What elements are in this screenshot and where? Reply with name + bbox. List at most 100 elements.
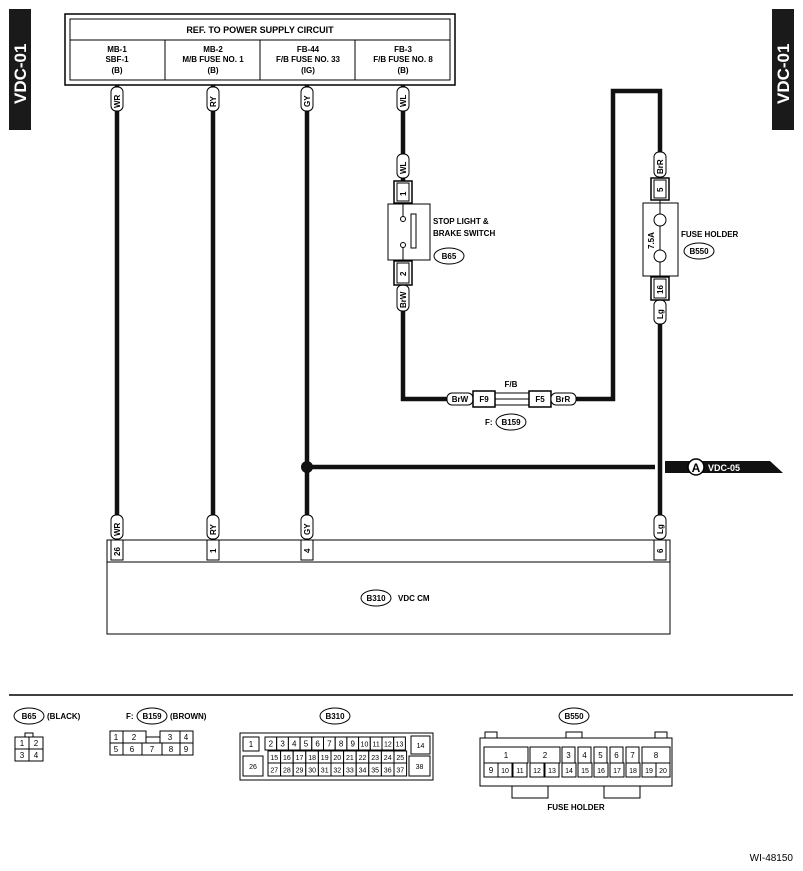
svg-text:B550: B550 — [564, 712, 584, 721]
fb-connector-id: B159 — [501, 418, 521, 427]
wire-label-ry-top: RY — [206, 86, 220, 112]
svg-text:WR: WR — [113, 522, 122, 536]
wires — [114, 85, 663, 542]
ref-box-title: REF. TO POWER SUPPLY CIRCUIT — [186, 25, 334, 35]
b550-pin-10-cell — [497, 762, 513, 778]
wire-label-wr-bottom: WR — [110, 514, 124, 540]
b310-pin-4-label: 4 — [292, 740, 297, 749]
b310-pin-1-label: 1 — [249, 740, 254, 749]
ref-col-2-line2: M/B FUSE NO. 1 — [182, 55, 244, 64]
ref-col-3-line1: FB-44 — [297, 45, 320, 54]
b550-pin-11-cell — [512, 762, 528, 778]
svg-text:RY: RY — [209, 96, 218, 107]
figure-id: WI-48150 — [750, 853, 794, 864]
b550-pin-6-label: 6 — [614, 751, 619, 760]
b550-pin-10-label: 10 — [501, 768, 509, 775]
module-pin-4: 4 — [300, 539, 314, 561]
svg-text:4: 4 — [184, 733, 189, 742]
switch-pin-top: 1 — [399, 191, 408, 196]
b310-pin-14-label: 14 — [417, 743, 425, 750]
svg-text:B65: B65 — [22, 712, 37, 721]
b310-pin-21-label: 21 — [346, 755, 354, 762]
b550-pin-18-label: 18 — [629, 768, 637, 775]
svg-text:2: 2 — [132, 733, 137, 742]
link-arrow-vdc05: A VDC-05 — [665, 458, 783, 476]
switch-label-line2: BRAKE SWITCH — [433, 229, 495, 238]
b310-pin-14-cell — [410, 735, 431, 755]
b550-pin-7-label: 7 — [630, 751, 635, 760]
fb-wire-brw: BrW — [452, 395, 469, 404]
module-pin-6: 6 — [653, 539, 667, 561]
b550-pin-9-label: 9 — [489, 766, 494, 775]
ref-col-1-line2: SBF-1 — [105, 55, 129, 64]
b310-pin-2-label: 2 — [269, 740, 274, 749]
fb-label: F/B — [505, 380, 518, 389]
b550-pin-15-label: 15 — [581, 768, 589, 775]
link-letter: A — [692, 461, 701, 475]
page-tag-left: VDC-01 — [9, 9, 31, 130]
svg-text:BrR: BrR — [656, 159, 665, 174]
wire-label-gy-bottom: GY — [300, 514, 314, 540]
b310-pin-11-label: 11 — [373, 742, 380, 749]
b550-pin-12-label: 12 — [533, 768, 541, 775]
svg-text:26: 26 — [113, 547, 122, 556]
b310-pin-26-label: 26 — [249, 764, 257, 771]
svg-text:6: 6 — [656, 548, 665, 553]
b550-pin-17-label: 17 — [613, 768, 621, 775]
page-tag-right-text: VDC-01 — [774, 44, 793, 104]
link-target: VDC-05 — [708, 463, 740, 473]
b550-pin-3-label: 3 — [566, 751, 571, 760]
b310-pin-17-label: 17 — [296, 755, 304, 762]
module-connector-id: B310 — [366, 594, 386, 603]
b310-pin-24-label: 24 — [384, 755, 392, 762]
b310-pin-13-cell — [393, 736, 406, 751]
svg-text:8: 8 — [169, 745, 174, 754]
b310-pin-37-label: 37 — [396, 768, 404, 775]
b310-pin-29-label: 29 — [296, 768, 304, 775]
svg-text:1: 1 — [20, 739, 25, 748]
b310-pin-36-label: 36 — [384, 768, 392, 775]
b310-pin-23-label: 23 — [371, 755, 379, 762]
b310-pin-32-label: 32 — [333, 768, 341, 775]
stop-light-brake-switch: 1 2 STOP LIGHT & BRAKE SWITCH B65 — [387, 180, 495, 286]
page-tag-right: VDC-01 — [772, 9, 794, 130]
switch-connector-id: B65 — [442, 252, 457, 261]
b310-pin-28-label: 28 — [283, 768, 291, 775]
svg-text:3: 3 — [20, 751, 25, 760]
svg-text:1: 1 — [114, 733, 119, 742]
b310-pin-30-label: 30 — [308, 768, 316, 775]
wire-label-brr-fuse: BrR — [653, 151, 667, 178]
fb-prefix: F: — [485, 418, 493, 427]
b550-pin-17-cell — [609, 762, 625, 778]
fb-connector: BrW F9 F5 BrR F/B F: B159 — [446, 380, 577, 431]
wire-label-lg-fuse: Lg — [653, 299, 667, 325]
module-label: VDC CM — [398, 594, 430, 603]
svg-text:6: 6 — [130, 745, 135, 754]
b550-pin-18-cell — [625, 762, 641, 778]
ref-col-3-line2: F/B FUSE NO. 33 — [276, 55, 341, 64]
svg-text:RY: RY — [209, 524, 218, 535]
fb-pin-right: F5 — [535, 395, 545, 404]
svg-text:WL: WL — [399, 161, 408, 174]
fuse-connector-id: B550 — [689, 247, 709, 256]
wire-brw — [400, 300, 474, 402]
svg-text:FUSE HOLDER: FUSE HOLDER — [547, 803, 605, 812]
page-tag-left-text: VDC-01 — [11, 44, 30, 104]
wire-label-gy-top: GY — [300, 86, 314, 112]
b310-pin-18-label: 18 — [308, 755, 316, 762]
b310-pin-1-cell — [242, 736, 260, 752]
ref-col-4-line2: F/B FUSE NO. 8 — [373, 55, 433, 64]
wire-labels: WR RY GY WL WL BrW BrR Lg — [110, 86, 667, 540]
b310-pin-22-label: 22 — [359, 755, 367, 762]
svg-text:(BROWN): (BROWN) — [170, 712, 207, 721]
ref-col-4-line1: FB-3 — [394, 45, 412, 54]
b310-pin-9-label: 9 — [351, 740, 356, 749]
b550-pin-20-cell — [655, 762, 671, 778]
b310-pin-31-label: 31 — [321, 768, 329, 775]
splice-point — [301, 461, 313, 473]
svg-text:B159: B159 — [142, 712, 162, 721]
b310-pin-16-label: 16 — [283, 755, 291, 762]
b550-pin-12-cell — [529, 762, 545, 778]
b310-pin-33-label: 33 — [346, 768, 354, 775]
b310-pin-5-label: 5 — [304, 740, 309, 749]
